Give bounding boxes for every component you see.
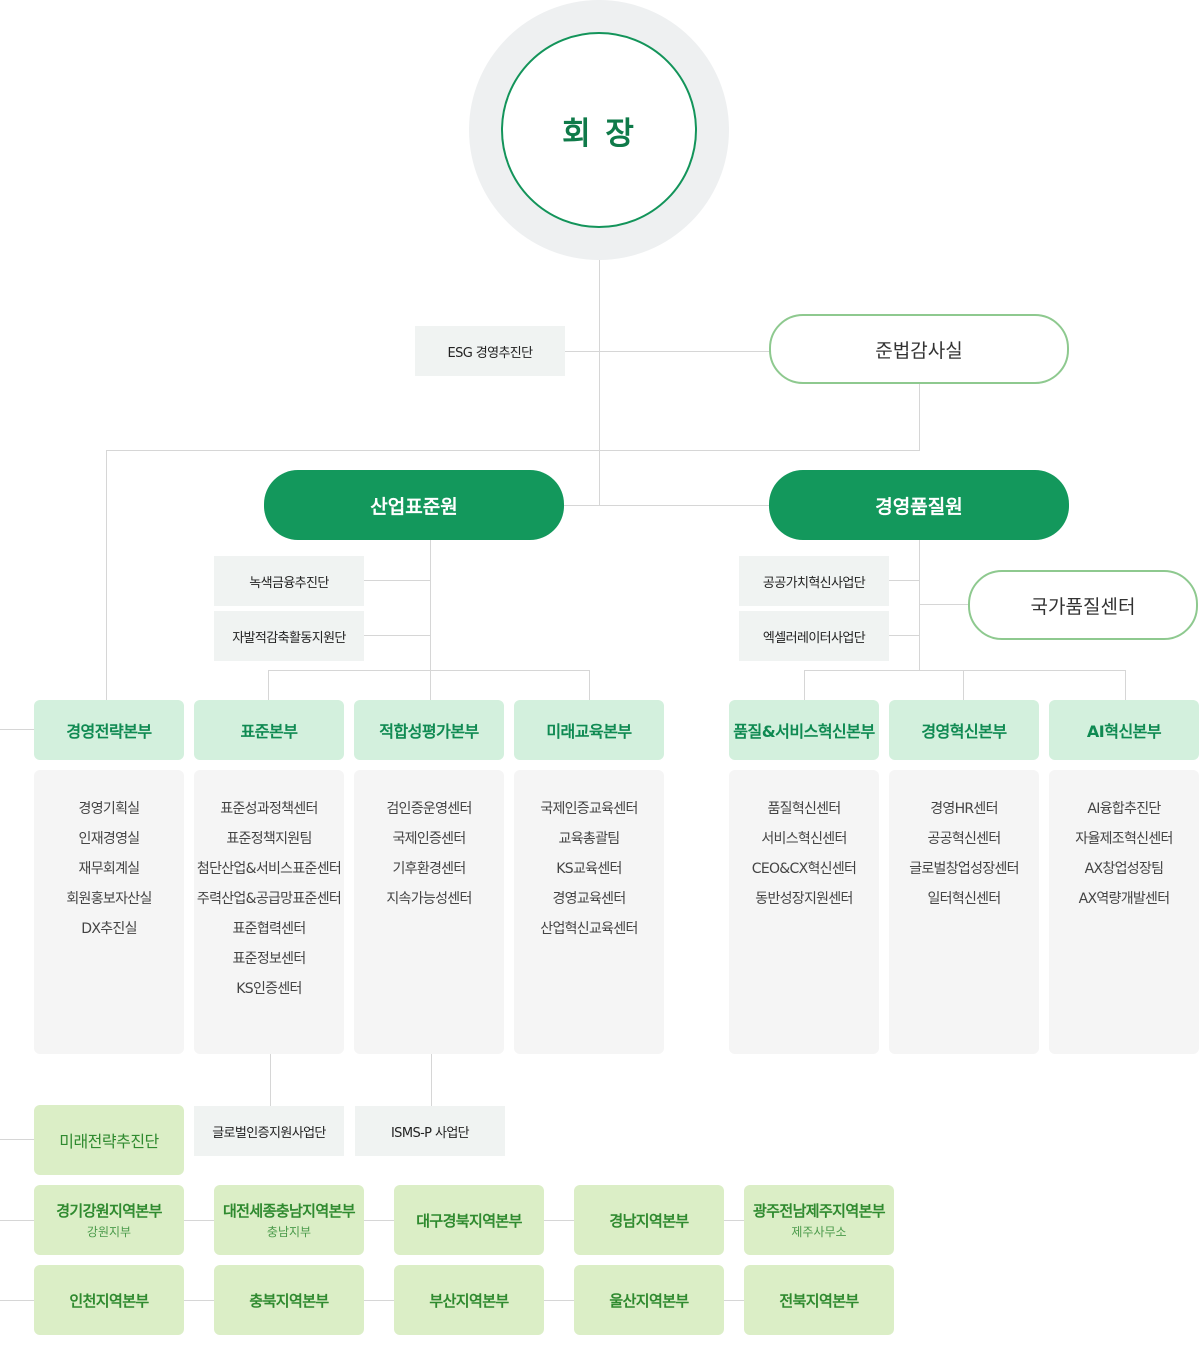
division-head[interactable]: 경영혁신본부	[889, 700, 1039, 760]
division-head[interactable]: 품질&서비스혁신본부	[729, 700, 879, 760]
division-item[interactable]: 경영교육센터	[552, 891, 626, 907]
region-name: 경남지역본부	[609, 1211, 689, 1230]
division-item[interactable]: 국제인증센터	[392, 831, 466, 847]
accelerator-group[interactable]: 엑셀러레이터사업단	[739, 611, 889, 661]
global-cert-group[interactable]: 글로벌인증지원사업단	[194, 1106, 344, 1156]
division-item[interactable]: 주력산업&공급망표준센터	[196, 891, 342, 907]
division-item[interactable]: 기후환경센터	[392, 861, 466, 877]
division-item[interactable]: AX역량개발센터	[1078, 891, 1171, 907]
division-item[interactable]: 공공혁신센터	[927, 831, 1001, 847]
region-name: 부산지역본부	[429, 1291, 509, 1310]
region-sub: 강원지부	[86, 1225, 132, 1239]
division-item[interactable]: 품질혁신센터	[767, 801, 841, 817]
institute-management-quality[interactable]: 경영품질원	[769, 470, 1069, 540]
division-head[interactable]: 경영전략본부	[34, 700, 184, 760]
division-item[interactable]: AI융합추진단	[1087, 801, 1161, 817]
voluntary-reduction-group[interactable]: 자발적감축활동지원단	[214, 611, 364, 661]
region-sub: 충남지부	[266, 1225, 312, 1239]
division-item[interactable]: 표준협력센터	[232, 921, 306, 937]
region-name: 경기강원지역본부	[56, 1202, 162, 1220]
division-item[interactable]: 검인증운영센터	[386, 801, 472, 817]
division-item[interactable]: AX창업성장팀	[1084, 861, 1164, 877]
division-item[interactable]: 동반성장지원센터	[755, 891, 853, 907]
region-name: 울산지역본부	[609, 1291, 689, 1310]
public-value-group[interactable]: 공공가치혁신사업단	[739, 556, 889, 606]
future-strategy-node[interactable]: 미래전략추진단	[34, 1105, 184, 1175]
division-item[interactable]: 표준성과정책센터	[220, 801, 318, 817]
division-item[interactable]: CEO&CX혁신센터	[751, 861, 857, 877]
division-item[interactable]: 일터혁신센터	[927, 891, 1001, 907]
region-node[interactable]: 울산지역본부	[574, 1265, 724, 1335]
division-item[interactable]: 서비스혁신센터	[761, 831, 847, 847]
region-node[interactable]: 인천지역본부	[34, 1265, 184, 1335]
division-item[interactable]: 경영기획실	[78, 801, 141, 817]
region-name: 충북지역본부	[249, 1291, 329, 1310]
division-item[interactable]: 첨단산업&서비스표준센터	[196, 861, 342, 877]
region-name: 대전세종충남지역본부	[222, 1202, 356, 1220]
national-quality-center[interactable]: 국가품질센터	[968, 570, 1198, 640]
division-item[interactable]: 표준정보센터	[232, 951, 306, 967]
region-name: 광주전남제주지역본부	[752, 1202, 886, 1220]
region-name: 전북지역본부	[779, 1291, 859, 1310]
chairman-node[interactable]: 회 장	[501, 32, 697, 228]
compliance-node[interactable]: 준법감사실	[769, 314, 1069, 384]
region-node[interactable]: 충북지역본부	[214, 1265, 364, 1335]
region-name: 인천지역본부	[69, 1291, 149, 1310]
region-node[interactable]: 대구경북지역본부	[394, 1185, 544, 1255]
division-item[interactable]: 글로벌창업성장센터	[909, 861, 1019, 877]
division-item[interactable]: KS교육센터	[556, 861, 622, 877]
institute-industrial-standards[interactable]: 산업표준원	[264, 470, 564, 540]
division-item[interactable]: 지속가능성센터	[386, 891, 472, 907]
division-item[interactable]: 교육총괄팀	[558, 831, 621, 847]
region-node[interactable]: 경남지역본부	[574, 1185, 724, 1255]
region-name: 대구경북지역본부	[416, 1211, 522, 1230]
division-item[interactable]: 자율제조혁신센터	[1075, 831, 1173, 847]
division-head[interactable]: 미래교육본부	[514, 700, 664, 760]
division-head[interactable]: 적합성평가본부	[354, 700, 504, 760]
division-head[interactable]: 표준본부	[194, 700, 344, 760]
division-item[interactable]: 인재경영실	[78, 831, 141, 847]
division-item[interactable]: 회원홍보자산실	[66, 891, 152, 907]
division-item[interactable]: 산업혁신교육센터	[540, 921, 638, 937]
division-head[interactable]: AI혁신본부	[1049, 700, 1199, 760]
region-node[interactable]: 부산지역본부	[394, 1265, 544, 1335]
division-item[interactable]: 국제인증교육센터	[540, 801, 638, 817]
green-finance-group[interactable]: 녹색금융추진단	[214, 556, 364, 606]
division-item[interactable]: 재무회계실	[78, 861, 141, 877]
esg-node[interactable]: ESG 경영추진단	[415, 326, 565, 376]
isms-group[interactable]: ISMS-P 사업단	[355, 1106, 505, 1156]
division-item[interactable]: DX추진실	[81, 921, 137, 937]
region-node[interactable]: 전북지역본부	[744, 1265, 894, 1335]
division-item[interactable]: 경영HR센터	[930, 801, 998, 817]
division-item[interactable]: KS인증센터	[236, 981, 302, 997]
division-item[interactable]: 표준정책지원팀	[226, 831, 312, 847]
region-sub: 제주사무소	[791, 1225, 847, 1239]
